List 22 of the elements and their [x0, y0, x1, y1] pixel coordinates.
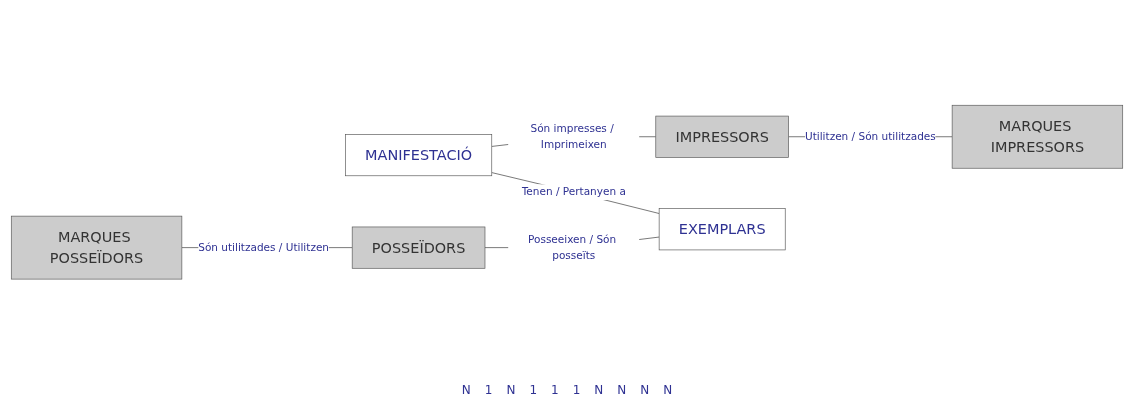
cardinality-label: N: [617, 383, 627, 397]
connector: [491, 172, 660, 215]
cardinality-label: N: [663, 383, 673, 397]
node-box: MARQUES IMPRESSORS: [951, 105, 1124, 169]
cardinality-label: 1: [484, 383, 493, 397]
cardinality-label: 1: [529, 383, 537, 397]
node-box: MANIFESTACIÓ: [345, 134, 493, 177]
node-box: IMPRESSORS: [655, 116, 789, 159]
cardinality-label: N: [506, 383, 516, 397]
cardinality-label: N: [461, 383, 471, 397]
node-box: EXEMPLARS: [658, 208, 786, 251]
edge-label: Posseeixen / Són posseïts: [528, 233, 617, 262]
edge-label: Són impresses / Imprimeixen: [530, 122, 614, 151]
cardinality-label: N: [640, 383, 650, 397]
cardinality-label: N: [594, 383, 604, 397]
cardinality-label: 1: [572, 383, 581, 397]
edge-label: Utilitzen / Són utilitzades: [804, 130, 936, 143]
node-box: POSSEÏDORS: [351, 226, 486, 269]
cardinality-label: 1: [551, 383, 559, 397]
edge-label: Són utilitzades / Utilitzen: [198, 241, 330, 254]
node-box: MARQUES POSSEÏDORS: [10, 216, 183, 280]
edge-label: Tenen / Pertanyen a: [521, 185, 626, 199]
